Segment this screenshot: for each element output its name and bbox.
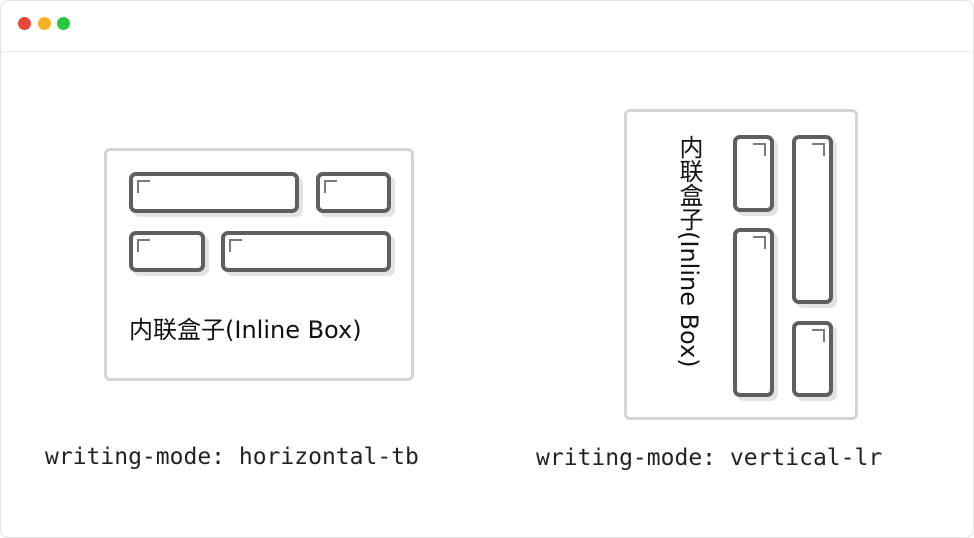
- inline-box: [733, 135, 774, 212]
- inline-box: [316, 172, 391, 213]
- close-dot-icon[interactable]: [18, 17, 31, 30]
- vertical-caption: 内联盒子(Inline Box): [675, 135, 703, 368]
- minimize-dot-icon[interactable]: [38, 17, 51, 30]
- vertical-label: writing-mode: vertical-lr: [536, 445, 883, 471]
- maximize-dot-icon[interactable]: [57, 17, 70, 30]
- inline-box: [221, 231, 391, 272]
- horizontal-caption: 内联盒子(Inline Box): [129, 316, 362, 344]
- inline-box: [733, 228, 774, 397]
- inline-box: [129, 231, 205, 272]
- inline-box: [792, 135, 833, 304]
- inline-box: [792, 321, 833, 397]
- horizontal-label: writing-mode: horizontal-tb: [45, 444, 419, 470]
- title-bar: [1, 1, 973, 52]
- inline-box: [129, 172, 299, 213]
